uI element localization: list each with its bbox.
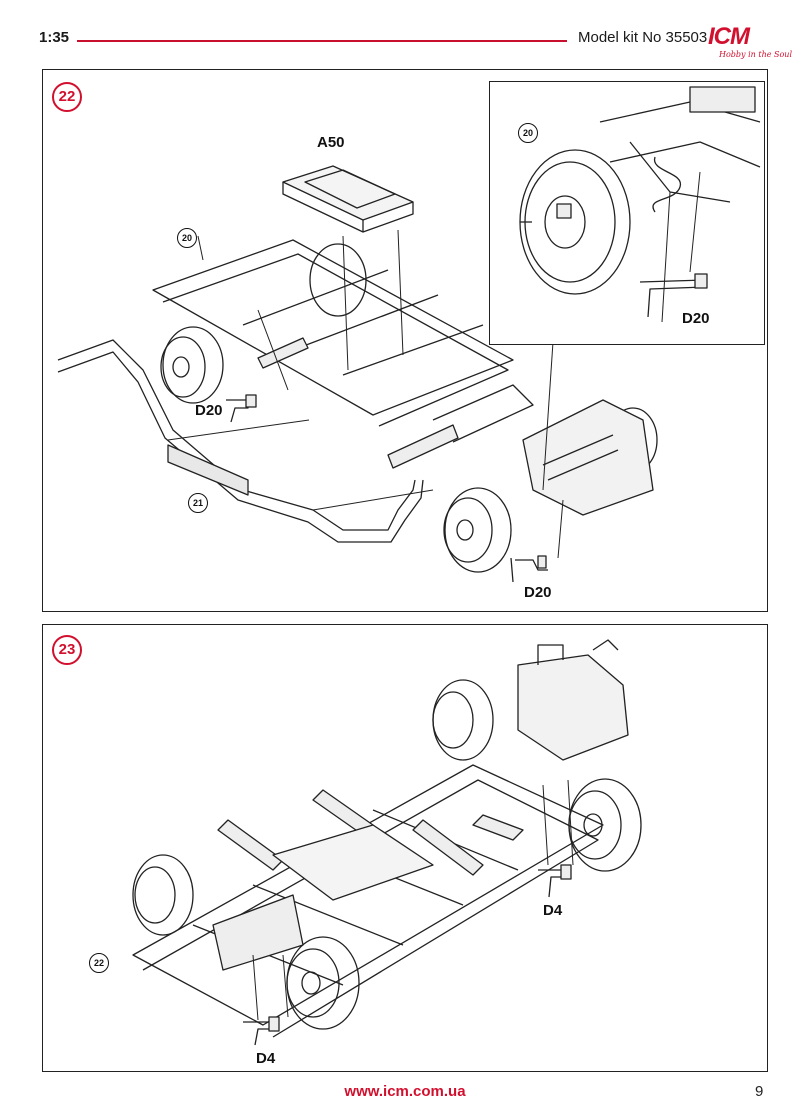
scale-label: 1:35 — [39, 29, 70, 46]
step-22-panel: 22 — [42, 69, 768, 612]
logo-tagline: Hobby in the Soul — [719, 50, 793, 59]
inset-reference-step-20: 20 — [518, 123, 538, 143]
header-rule — [77, 40, 567, 42]
icm-logo: ICM Hobby in the Soul — [700, 22, 792, 62]
page-number: 9 — [755, 1083, 764, 1100]
part-label-d4-bottom: D4 — [256, 1050, 276, 1067]
reference-step-22: 22 — [89, 953, 109, 973]
reference-step-20: 20 — [177, 228, 197, 248]
step-number-badge: 23 — [52, 635, 82, 665]
step-22-drawing — [57, 165, 658, 583]
part-label-a50: A50 — [317, 134, 345, 151]
part-label-d20-left: D20 — [195, 402, 223, 419]
reference-step-21: 21 — [188, 493, 208, 513]
kit-number: Model kit No 35503 — [578, 29, 708, 46]
part-label-d20-bottom: D20 — [524, 584, 552, 601]
step-number-badge: 22 — [52, 82, 82, 112]
step-23-drawing — [132, 639, 642, 1046]
detail-inset: 20 D20 — [489, 81, 765, 345]
inset-part-label-d20: D20 — [682, 310, 710, 327]
page-header: 1:35 Model kit No 35503 ICM Hobby in the… — [0, 0, 810, 70]
part-label-d4-right: D4 — [543, 902, 563, 919]
footer-website-link[interactable]: www.icm.com.ua — [344, 1083, 466, 1100]
step-23-panel: 23 — [42, 624, 768, 1072]
logo-text: ICM — [708, 23, 750, 50]
inset-drawing — [519, 86, 761, 323]
